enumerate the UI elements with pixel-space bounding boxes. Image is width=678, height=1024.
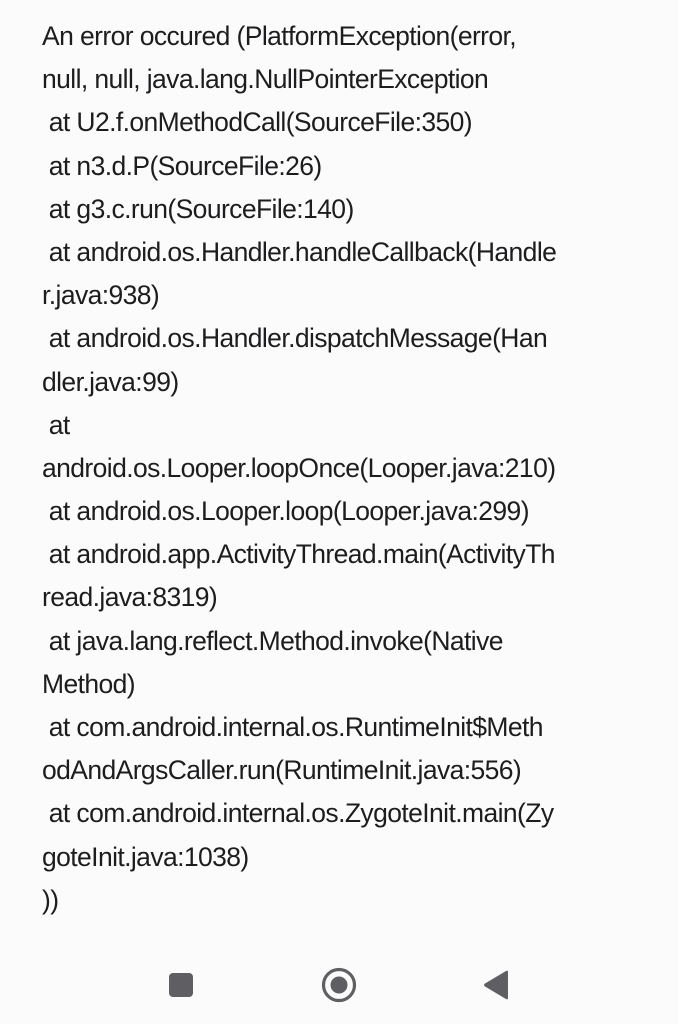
home-circle-icon [321,967,357,1003]
back-button[interactable] [472,961,520,1009]
error-line: null, null, java.lang.NullPointerExcepti… [42,64,489,95]
error-line: )) [42,884,59,915]
error-line: android.os.Looper.loopOnce(Looper.java:2… [42,452,556,483]
error-line: An error occured (PlatformException(erro… [42,21,517,51]
navigation-bar [0,945,678,1024]
error-line: at n3.d.P(SourceFile:26) [42,150,322,181]
error-line: odAndArgsCaller.run(RuntimeInit.java:556… [42,755,522,786]
error-line: at com.android.internal.os.RuntimeInit$M… [42,712,544,742]
error-line: r.java:938) [42,280,160,311]
error-line: at android.app.ActivityThread.main(Activ… [42,539,556,570]
error-line: goteInit.java:1038) [42,841,249,872]
error-line: at com.android.internal.os.ZygoteInit.ma… [42,798,554,829]
home-button[interactable] [315,961,363,1009]
error-message: An error occured (PlatformException(erro… [42,15,642,922]
error-line: dler.java:99) [42,366,179,397]
error-line: Method) [42,668,136,699]
recents-button[interactable] [157,961,205,1009]
back-triangle-icon [484,970,508,1000]
error-line: at [42,409,71,440]
recents-square-icon [169,973,193,997]
error-line: at g3.c.run(SourceFile:140) [42,193,355,224]
error-line: at android.os.Looper.loop(Looper.java:29… [42,496,530,527]
error-line: at android.os.Handler.dispatchMessage(Ha… [42,323,548,354]
error-line: read.java:8319) [42,582,218,613]
error-line: at U2.f.onMethodCall(SourceFile:350) [42,107,473,138]
error-line: at java.lang.reflect.Method.invoke(Nativ… [42,625,504,656]
error-line: at android.os.Handler.handleCallback(Han… [42,236,557,267]
